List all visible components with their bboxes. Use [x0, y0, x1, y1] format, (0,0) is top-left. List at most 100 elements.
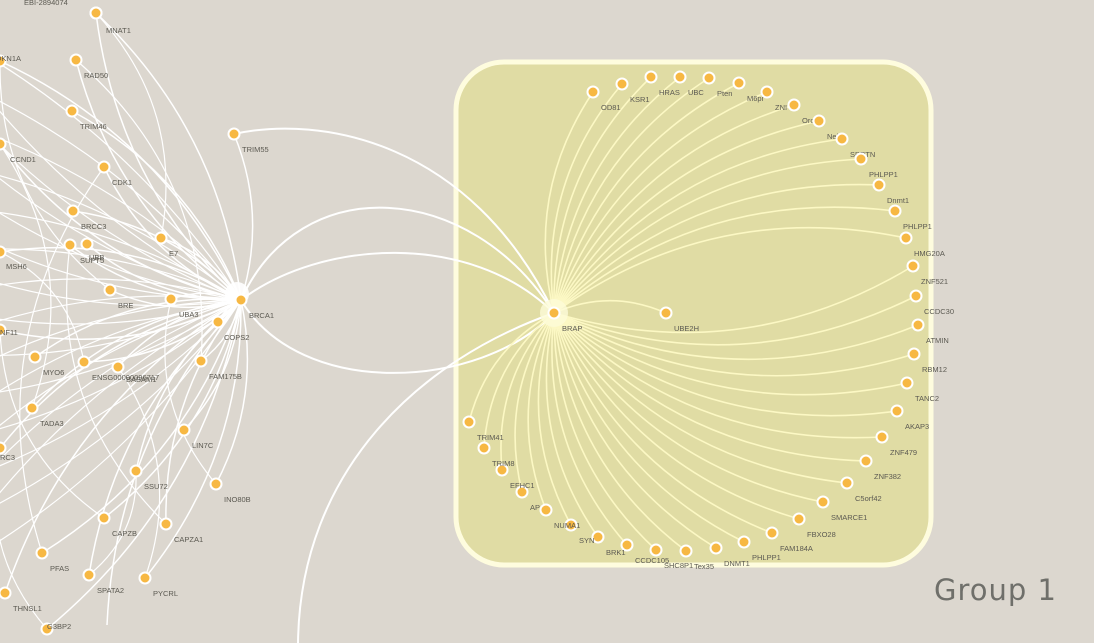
node-circle[interactable]: [177, 423, 191, 437]
node-phlpp1[interactable]: PHLPP1: [737, 535, 781, 563]
node-trim55[interactable]: TRIM55: [227, 127, 269, 155]
node-circle[interactable]: [760, 85, 774, 99]
node-spata2[interactable]: SPATA2: [82, 568, 125, 596]
node-efhc1[interactable]: EFHC1: [495, 463, 535, 491]
node-circle[interactable]: [888, 204, 902, 218]
node-circle[interactable]: [911, 318, 925, 332]
node-rc3[interactable]: RC3: [0, 441, 15, 463]
node-brcc3[interactable]: BRCC3: [66, 204, 107, 232]
node-smarce1[interactable]: SMARCE1: [816, 495, 868, 523]
node-hras[interactable]: HRAS: [644, 70, 680, 98]
node-circle[interactable]: [765, 526, 779, 540]
node-circle[interactable]: [547, 306, 561, 320]
node-circle[interactable]: [129, 464, 143, 478]
node-ap[interactable]: AP: [515, 485, 541, 513]
node-supt5[interactable]: SUPT5: [63, 238, 105, 266]
node-circle[interactable]: [0, 323, 7, 337]
node-capza1[interactable]: CAPZA1: [159, 517, 204, 545]
node-circle[interactable]: [909, 289, 923, 303]
node-akap3[interactable]: AKAP3: [890, 404, 930, 432]
node-circle[interactable]: [900, 376, 914, 390]
node-circle[interactable]: [103, 283, 117, 297]
node-bre[interactable]: BRE: [103, 283, 134, 311]
node-znf521[interactable]: ZNF521: [906, 259, 949, 287]
node-circle[interactable]: [89, 6, 103, 20]
node-circle[interactable]: [234, 293, 248, 307]
node-circle[interactable]: [906, 259, 920, 273]
node-tanc2[interactable]: TANC2: [900, 376, 940, 404]
node-circle[interactable]: [620, 538, 634, 552]
node-tex35[interactable]: Tex35: [679, 544, 715, 572]
node-circle[interactable]: [25, 401, 39, 415]
node-circle[interactable]: [65, 104, 79, 118]
node-babam1[interactable]: BABAM1: [111, 360, 157, 385]
node-circle[interactable]: [154, 231, 168, 245]
node-ubb[interactable]: UBB: [80, 237, 105, 263]
node-rad50[interactable]: RAD50: [69, 53, 109, 81]
node-circle[interactable]: [80, 237, 94, 251]
node-nf11[interactable]: NF11: [0, 323, 18, 338]
node-circle[interactable]: [0, 137, 7, 151]
node-fam184a[interactable]: FAM184A: [765, 526, 813, 554]
node-circle[interactable]: [792, 512, 806, 526]
node-circle[interactable]: [0, 245, 7, 259]
node-cdk1[interactable]: CDK1: [97, 160, 133, 188]
node-rbm12[interactable]: RBM12: [907, 347, 948, 375]
node-circle[interactable]: [890, 404, 904, 418]
node-uba3[interactable]: UBA3: [164, 292, 199, 320]
node-circle[interactable]: [840, 476, 854, 490]
node-circle[interactable]: [28, 350, 42, 364]
node-circle[interactable]: [854, 152, 868, 166]
node-zni[interactable]: ZNI: [760, 85, 788, 113]
node-cops2[interactable]: COPS2: [211, 315, 250, 343]
node-circle[interactable]: [673, 70, 687, 84]
node-circle[interactable]: [835, 132, 849, 146]
node-mnat1[interactable]: MNAT1: [89, 6, 131, 36]
node-circle[interactable]: [194, 354, 208, 368]
node-fbxo28[interactable]: FBXO28: [792, 512, 836, 540]
node-circle[interactable]: [702, 71, 716, 85]
node-circle[interactable]: [209, 477, 223, 491]
node-pycrl[interactable]: PYCRL: [138, 571, 179, 599]
node-ccdc30[interactable]: CCDC30: [909, 289, 955, 317]
node-circle[interactable]: [97, 160, 111, 174]
node-circle[interactable]: [539, 503, 553, 517]
node-circle[interactable]: [732, 76, 746, 90]
node-circle[interactable]: [907, 347, 921, 361]
node-numa1[interactable]: NUMA1: [539, 503, 581, 531]
node-phlpp1[interactable]: PHLPP1: [888, 204, 932, 232]
node-circle[interactable]: [66, 204, 80, 218]
node-circle[interactable]: [615, 77, 629, 91]
node-circle[interactable]: [495, 463, 509, 477]
node-circle[interactable]: [477, 441, 491, 455]
node-m6pr[interactable]: M6pr: [732, 76, 765, 104]
node-myo6[interactable]: MYO6: [28, 350, 65, 378]
node-capzb[interactable]: CAPZB: [97, 511, 138, 539]
node-c5orf42[interactable]: C5orf42: [840, 476, 882, 504]
node-circle[interactable]: [69, 53, 83, 67]
node-znf382[interactable]: ZNF382: [859, 454, 902, 482]
node-circle[interactable]: [659, 306, 673, 320]
node-e7[interactable]: E7: [154, 231, 179, 259]
node-circle[interactable]: [82, 568, 96, 582]
node-od81[interactable]: OD81: [586, 85, 621, 113]
node-circle[interactable]: [111, 360, 125, 374]
node-circle[interactable]: [859, 454, 873, 468]
node-circle[interactable]: [227, 127, 241, 141]
node-g3bp2[interactable]: G3BP2: [40, 622, 72, 636]
node-brca1[interactable]: BRCA1: [234, 293, 275, 321]
node-orc2[interactable]: Orc2: [787, 98, 819, 126]
node-circle[interactable]: [40, 622, 54, 636]
node-ccnd1[interactable]: CCND1: [0, 137, 36, 165]
node-circle[interactable]: [0, 586, 12, 600]
node-znf479[interactable]: ZNF479: [875, 430, 918, 458]
node-circle[interactable]: [0, 441, 7, 455]
node-trim46[interactable]: TRIM46: [65, 104, 107, 132]
node-circle[interactable]: [211, 315, 225, 329]
node-ubc[interactable]: UBC: [673, 70, 705, 98]
node-circle[interactable]: [138, 571, 152, 585]
node-ksr1[interactable]: KSR1: [615, 77, 650, 105]
node-circle[interactable]: [875, 430, 889, 444]
node-ccdc105[interactable]: CCDC105: [620, 538, 670, 566]
